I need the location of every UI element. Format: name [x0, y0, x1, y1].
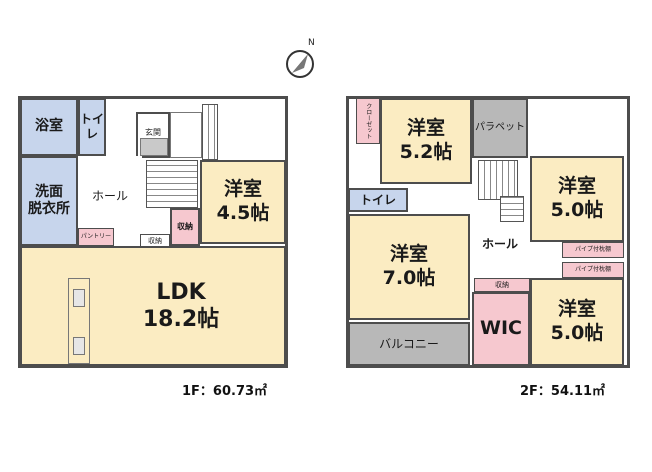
- room-entrance-label: 玄関: [145, 128, 161, 137]
- room-pantry: パントリー: [78, 228, 114, 246]
- room-parapet-label: パラペット: [475, 121, 525, 133]
- room-storage-1f: 収納: [170, 208, 200, 246]
- room-western-2f-d-label: 洋室 5.0帖: [550, 298, 604, 344]
- room-balcony: バルコニー: [348, 322, 470, 366]
- room-closet-label: クローゼット: [364, 103, 372, 139]
- north-label: N: [308, 38, 315, 48]
- room-hall-1f: ホール: [78, 156, 142, 236]
- room-ldk: LDK 18.2帖: [20, 246, 286, 366]
- floor1-area-label: 1F：60.73㎡: [182, 384, 268, 399]
- room-parapet: パラペット: [472, 98, 528, 158]
- pipe-shelf-2: パイプ付枕棚: [562, 262, 624, 278]
- room-western-1f-label: 洋室 4.5帖: [216, 178, 270, 224]
- room-western-1f: 洋室 4.5帖: [200, 160, 286, 244]
- room-washroom: 洗面 脱衣所: [20, 156, 78, 246]
- room-western-2f-a: 洋室 5.2帖: [380, 98, 472, 184]
- room-closet: クローゼット: [356, 98, 380, 144]
- floor2-area-label: 2F：54.11㎡: [520, 384, 606, 399]
- room-hall-1f-label: ホール: [91, 188, 128, 203]
- room-toilet-1f-label: トイ レ: [80, 112, 105, 141]
- kitchen-counter: [68, 278, 90, 364]
- room-toilet-2f: トイレ: [348, 188, 408, 212]
- stairs-1f-top: [202, 104, 218, 160]
- room-western-2f-c: 洋室 7.0帖: [348, 214, 470, 320]
- pipe-shelf-1: パイプ付枕棚: [562, 242, 624, 258]
- stairs-2f: [478, 160, 518, 200]
- room-hall-2f-label: ホール: [481, 236, 518, 251]
- room-western-2f-b-label: 洋室 5.0帖: [550, 175, 604, 221]
- room-storage-1f-label: 収納: [177, 222, 193, 231]
- room-western-2f-c-label: 洋室 7.0帖: [382, 243, 436, 289]
- pipe-shelf-1-label: パイプ付枕棚: [574, 246, 611, 254]
- pipe-shelf-2-label: パイプ付枕棚: [574, 266, 611, 274]
- room-ldk-label: LDK 18.2帖: [142, 279, 220, 333]
- room-western-2f-a-label: 洋室 5.2帖: [399, 117, 453, 163]
- room-washroom-label: 洗面 脱衣所: [28, 183, 70, 218]
- entrance-gray-step: [140, 138, 168, 156]
- room-bath: 浴室: [20, 98, 78, 156]
- compass: N: [282, 38, 322, 80]
- room-bath-label: 浴室: [35, 118, 63, 135]
- room-western-2f-b: 洋室 5.0帖: [530, 156, 624, 242]
- stairs-1f: [146, 160, 198, 208]
- room-balcony-label: バルコニー: [379, 336, 439, 351]
- room-pantry-label: パントリー: [80, 233, 112, 241]
- stove: [73, 337, 85, 355]
- sink: [73, 289, 85, 307]
- room-wic-label: WIC: [480, 317, 522, 340]
- room-hall-2f: ホール: [470, 222, 530, 266]
- room-storage-2f: 収納: [474, 278, 530, 292]
- room-wic: WIC: [472, 292, 530, 366]
- north-arrow-icon: [286, 50, 314, 78]
- shoe-shelf: [170, 112, 202, 158]
- room-toilet-2f-label: トイレ: [359, 192, 396, 207]
- stairs-2f-side: [500, 196, 524, 222]
- room-toilet-1f: トイ レ: [78, 98, 106, 156]
- room-storage-2f-label: 収納: [495, 280, 509, 289]
- room-western-2f-d: 洋室 5.0帖: [530, 278, 624, 366]
- room-storage-small-label: 収納: [148, 236, 162, 245]
